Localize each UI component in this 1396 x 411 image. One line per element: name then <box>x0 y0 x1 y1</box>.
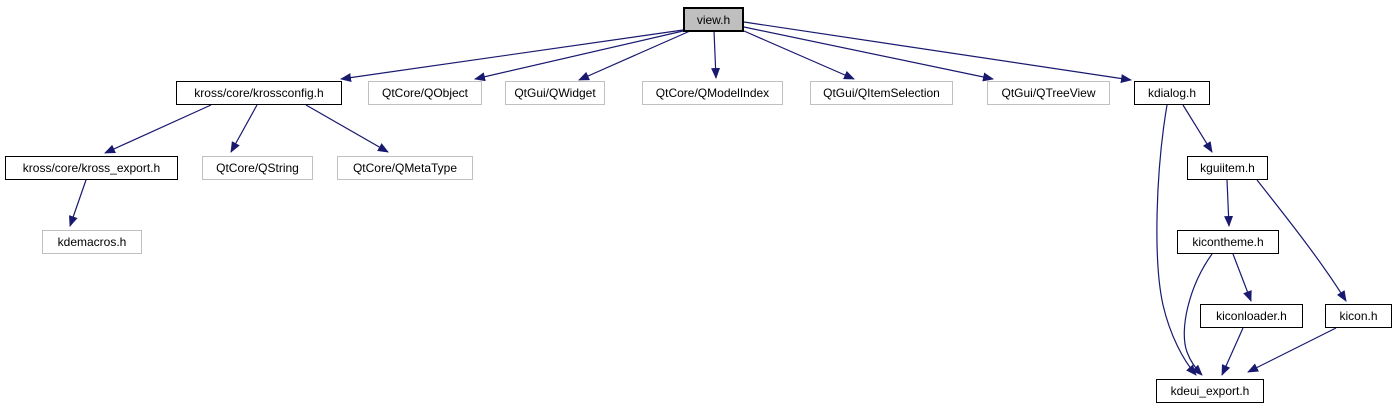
edge-view-to-qobject <box>474 30 684 82</box>
edge-kdialog-to-kguiitem <box>1182 104 1213 153</box>
node-qtgui-qitemselection: QtGui/QItemSelection <box>810 81 953 105</box>
edge-view-to-qmodelindex <box>711 30 721 79</box>
node-view-h: view.h <box>683 7 744 32</box>
node-qtcore-qmodelindex: QtCore/QModelIndex <box>642 81 783 105</box>
node-kdialog-h[interactable]: kdialog.h <box>1134 81 1210 105</box>
node-qtcore-qmetatype: QtCore/QMetaType <box>337 156 473 180</box>
edge-krossconfig-to-qstring <box>230 104 258 153</box>
node-qtgui-qtreeview: QtGui/QTreeView <box>987 81 1110 105</box>
node-krossconfig-h[interactable]: kross/core/krossconfig.h <box>176 81 342 105</box>
node-kicontheme-h[interactable]: kicontheme.h <box>1177 230 1279 254</box>
node-kicon-h[interactable]: kicon.h <box>1325 304 1392 328</box>
node-kguiitem-h[interactable]: kguiitem.h <box>1187 156 1268 180</box>
node-kiconloader-h[interactable]: kiconloader.h <box>1200 304 1303 328</box>
edge-view-to-kdialog <box>743 21 1132 83</box>
edge-kiconloader-to-kdeui-export <box>1221 327 1244 376</box>
node-kross-export-h[interactable]: kross/core/kross_export.h <box>5 156 178 180</box>
edge-kicontheme-to-kdeui-export <box>1183 253 1213 376</box>
edge-kicon-to-kdeui-export <box>1247 327 1337 373</box>
edge-view-to-qtreeview <box>743 26 994 82</box>
edge-krossconfig-to-qmetatype <box>305 104 389 153</box>
edge-kross-export-to-kdemacros <box>69 179 87 227</box>
node-qtcore-qstring: QtCore/QString <box>202 156 313 180</box>
edge-view-to-qitemselection <box>743 30 855 80</box>
edge-view-to-krossconfig <box>340 29 684 83</box>
edge-kguiitem-to-kicon <box>1256 179 1347 302</box>
node-kdemacros-h: kdemacros.h <box>42 230 142 254</box>
edge-kicontheme-to-kiconloader <box>1232 253 1252 302</box>
node-qtcore-qobject: QtCore/QObject <box>368 81 482 105</box>
node-kdeui-export-h[interactable]: kdeui_export.h <box>1156 379 1264 403</box>
edge-view-to-qwidget <box>578 30 691 81</box>
edge-kguiitem-to-kicontheme <box>1224 179 1234 227</box>
node-qtgui-qwidget: QtGui/QWidget <box>505 81 605 105</box>
edge-krossconfig-to-kross-export <box>104 104 212 154</box>
edge-kdialog-to-kdeui-export <box>1156 104 1197 376</box>
